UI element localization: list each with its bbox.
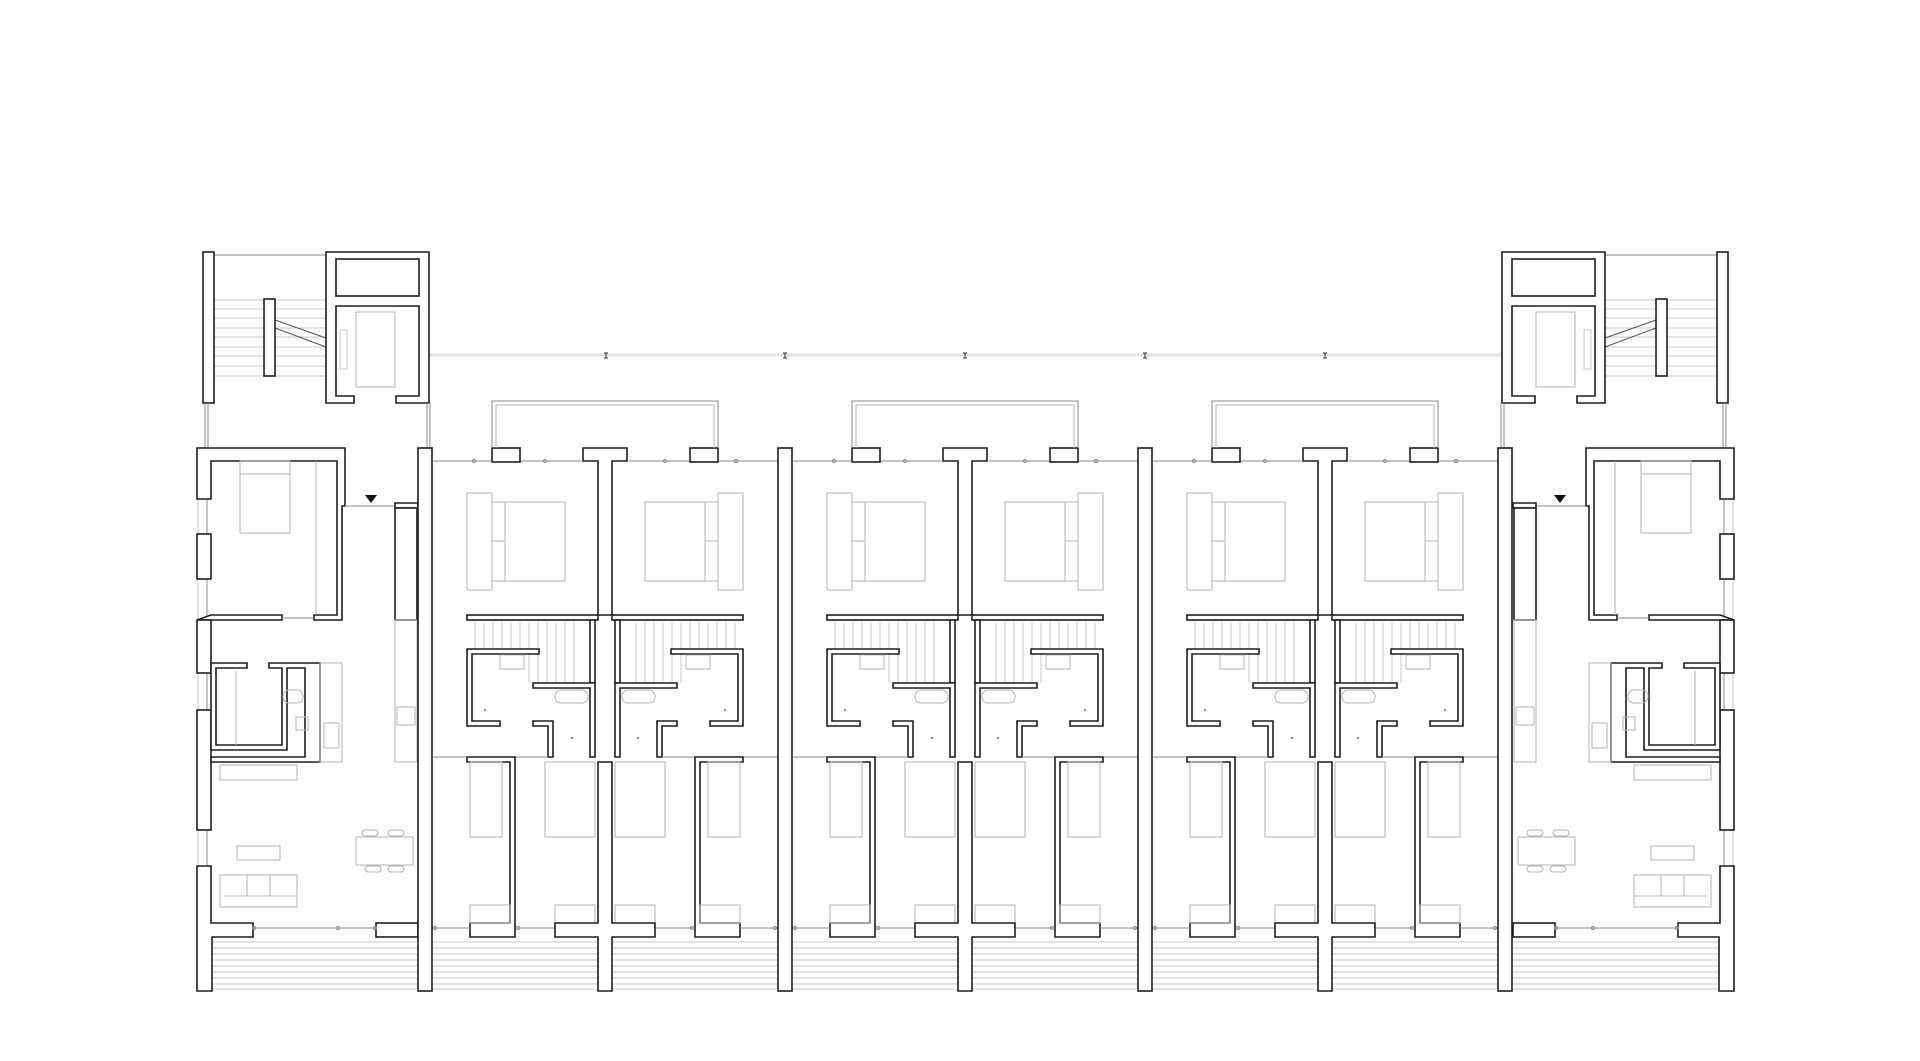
access-gallery <box>429 352 1502 359</box>
unit-pair-1 <box>432 401 778 991</box>
end-unit-right <box>1500 251 1735 992</box>
end-unit-left <box>196 251 431 992</box>
party-walls <box>417 447 1513 992</box>
unit-pair-2 <box>792 401 1138 991</box>
unit-pair-3 <box>1152 401 1498 991</box>
